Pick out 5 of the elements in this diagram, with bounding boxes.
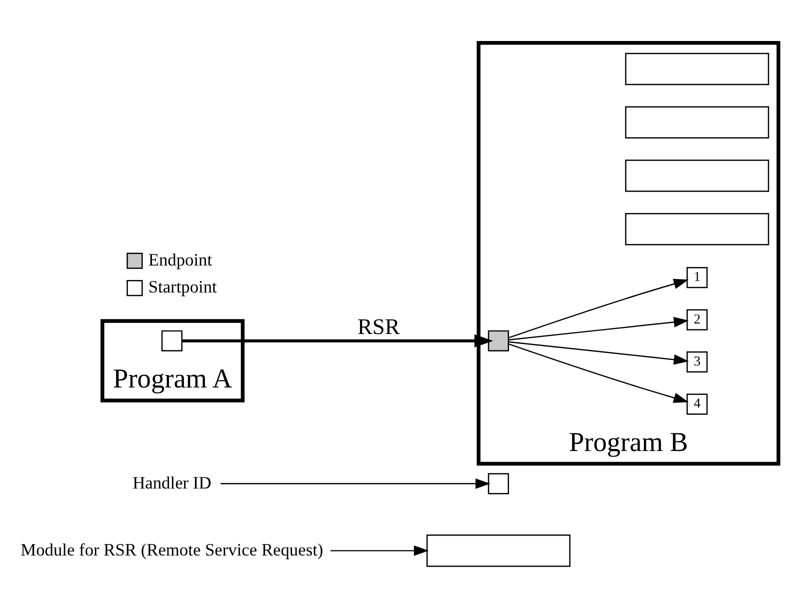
legend-label: Endpoint [148,250,212,269]
node-text: Module for RSR (Remote Service Request) [20,540,324,559]
edge-label: RSR [358,313,400,338]
legend-label: Startpoint [148,277,217,296]
node-text: Handler ID [132,472,212,492]
